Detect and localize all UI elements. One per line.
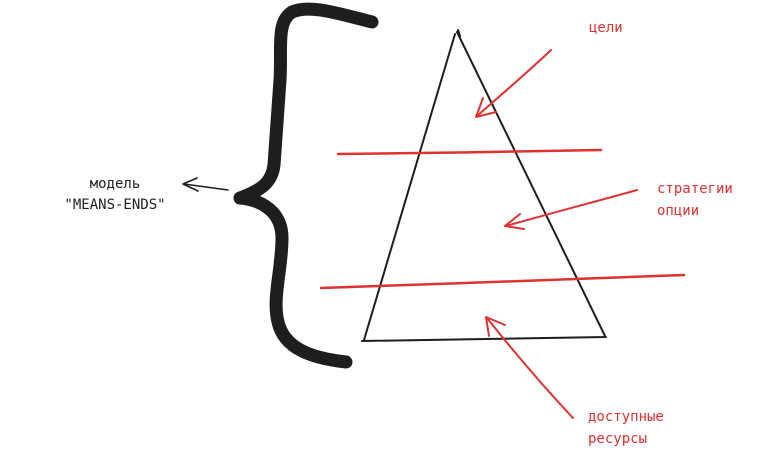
model-arrow-line bbox=[183, 183, 229, 191]
model-label-line2: "MEANS-ENDS" bbox=[64, 197, 166, 213]
strategies-label: стратегии опции bbox=[657, 181, 733, 220]
goals-label-line1: цели bbox=[589, 20, 623, 36]
resources-label-line2: ресурсы bbox=[588, 431, 648, 447]
strategies-arrow-line bbox=[505, 189, 638, 227]
model-label: модель "MEANS-ENDS" bbox=[30, 176, 200, 214]
resources-label-line1: доступные bbox=[588, 409, 664, 425]
strategies-label-line1: стратегии bbox=[657, 181, 733, 197]
upper-divider-line bbox=[336, 148, 603, 156]
goals-label: цели bbox=[589, 20, 623, 37]
model-arrow-head bbox=[182, 177, 199, 192]
strategies-label-line2: опции bbox=[657, 203, 700, 219]
curly-brace bbox=[233, 2, 379, 369]
goals-arrow-head bbox=[475, 97, 497, 118]
resources-arrow-head bbox=[485, 316, 506, 337]
resources-arrow-line bbox=[486, 317, 574, 419]
resources-label: доступные ресурсы bbox=[588, 409, 664, 448]
pyramid-triangle bbox=[361, 29, 607, 342]
lower-divider-line bbox=[319, 273, 686, 290]
strategies-arrow-head bbox=[504, 213, 525, 230]
model-label-line1: модель bbox=[89, 176, 141, 192]
goals-arrow-line bbox=[476, 49, 552, 117]
